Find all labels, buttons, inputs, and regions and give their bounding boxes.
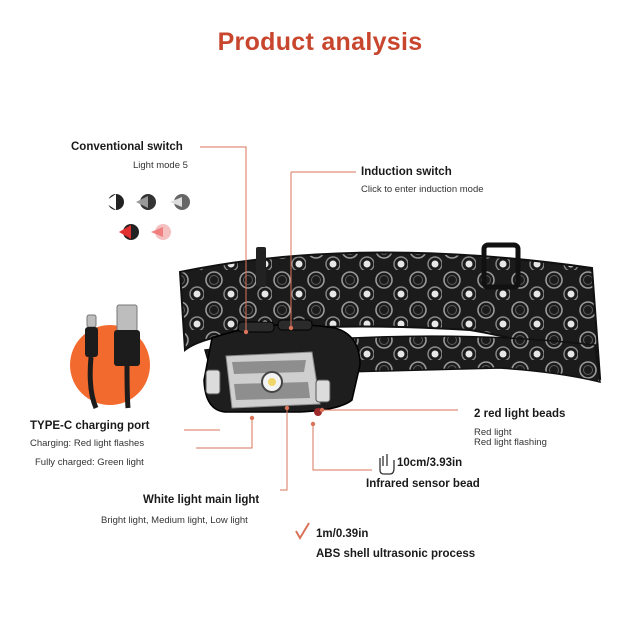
type-c-heading: TYPE-C charging port: [30, 420, 150, 432]
headlamp-body: [203, 319, 361, 416]
red-beads-detail-1: Red light: [474, 427, 512, 438]
induction-switch-heading: Induction switch: [361, 166, 452, 178]
conventional-switch-detail: Light mode 5: [133, 160, 188, 171]
red-beads-detail-2: Red light flashing: [474, 437, 547, 448]
red-beads-heading: 2 red light beads: [474, 408, 566, 420]
sensor-distance: 10cm/3.93in: [397, 457, 463, 469]
check-icon: [295, 522, 310, 540]
callout-lines: [184, 146, 458, 491]
sensor-heading: Infrared sensor bead: [366, 478, 480, 490]
type-c-detail-2: Fully charged: Green light: [35, 457, 144, 468]
white-light-heading: White light main light: [143, 494, 260, 506]
conventional-switch-heading: Conventional switch: [71, 141, 183, 153]
hand-wave-icon: [379, 454, 395, 475]
induction-switch-detail: Click to enter induction mode: [361, 184, 484, 195]
abs-distance: 1m/0.39in: [316, 528, 369, 540]
callout-dots: [243, 325, 325, 427]
abs-heading: ABS shell ultrasonic process: [316, 548, 476, 560]
light-mode-icons: [104, 194, 190, 240]
page-title: Product analysis: [217, 28, 423, 56]
white-light-detail: Bright light, Medium light, Low light: [101, 515, 248, 526]
usb-c-cable-icon: [70, 304, 150, 410]
type-c-detail-1: Charging: Red light flashes: [30, 438, 145, 449]
